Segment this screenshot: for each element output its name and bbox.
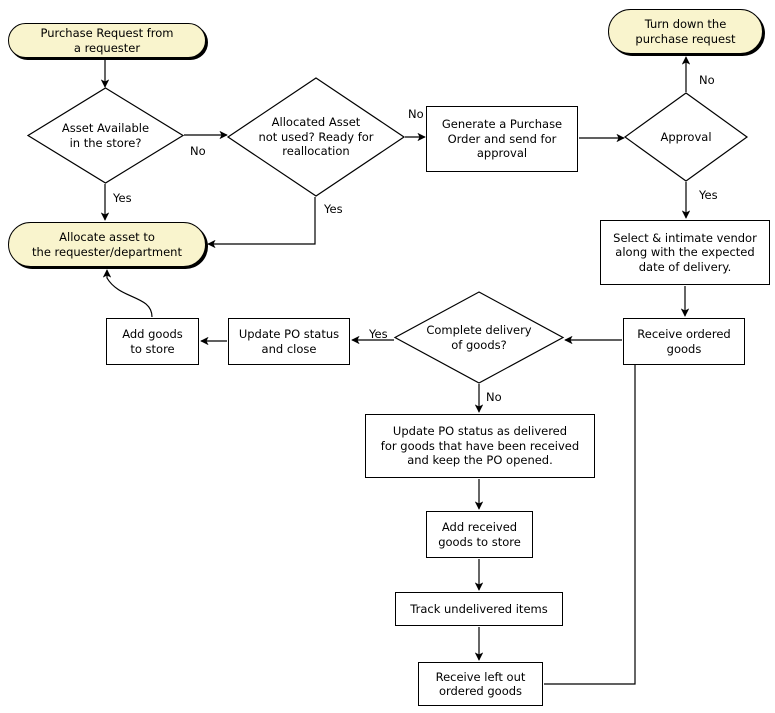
edge-label-allocated-asset-no: No xyxy=(408,107,424,121)
node-generate-purchase-order[interactable]: Generate a Purchase Order and send for a… xyxy=(426,106,578,172)
edge-receive-left-out-feedback xyxy=(544,343,640,685)
diamond-shape xyxy=(393,291,565,384)
edge-label-complete-delivery-no: No xyxy=(486,390,502,404)
node-complete-delivery-decision[interactable]: Complete delivery of goods? xyxy=(393,291,565,384)
node-label: Select & intimate vendor along with the … xyxy=(613,230,757,274)
node-allocated-asset-decision[interactable]: Allocated Asset not used? Ready for real… xyxy=(226,77,406,197)
node-label: Asset Available in the store? xyxy=(61,121,150,150)
node-receive-left-out-goods[interactable]: Receive left out ordered goods xyxy=(418,662,543,706)
node-turn-down-request[interactable]: Turn down the purchase request xyxy=(608,9,763,54)
node-asset-available-decision[interactable]: Asset Available in the store? xyxy=(26,87,185,184)
node-label-wrap: Approval xyxy=(625,93,747,181)
node-label: Add received goods to store xyxy=(438,520,521,549)
node-select-intimate-vendor[interactable]: Select & intimate vendor along with the … xyxy=(600,220,770,285)
node-label-wrap: Allocated Asset not used? Ready for real… xyxy=(228,78,404,196)
edge-label-asset-available-yes: Yes xyxy=(113,191,132,205)
node-label-wrap: Asset Available in the store? xyxy=(28,88,183,183)
node-allocate-asset[interactable]: Allocate asset to the requester/departme… xyxy=(8,222,206,267)
node-label: Update PO status and close xyxy=(238,327,340,356)
node-receive-ordered-goods[interactable]: Receive ordered goods xyxy=(623,318,745,365)
node-track-undelivered-items[interactable]: Track undelivered items xyxy=(395,592,563,626)
edge-label-approval-yes: Yes xyxy=(699,188,718,202)
node-label-wrap: Complete delivery of goods? xyxy=(395,292,563,383)
node-purchase-request-start[interactable]: Purchase Request from a requester xyxy=(8,23,206,58)
node-label: Receive left out ordered goods xyxy=(435,669,526,699)
node-label: Generate a Purchase Order and send for a… xyxy=(441,117,563,161)
node-label: Update PO status as delivered for goods … xyxy=(380,424,580,468)
node-label: Add goods to store xyxy=(122,327,183,356)
node-label: Allocate asset to the requester/departme… xyxy=(32,230,182,259)
node-label: Approval xyxy=(660,129,712,144)
edge-add-goods-to-allocate xyxy=(102,269,153,318)
edge-label-asset-available-no: No xyxy=(190,144,206,158)
edge-allocated-asset-yes xyxy=(207,197,316,249)
node-label: Complete delivery of goods? xyxy=(426,323,532,352)
diamond-shape xyxy=(623,92,749,182)
diamond-shape xyxy=(26,87,185,184)
node-label: Track undelivered items xyxy=(410,601,548,616)
node-label: Purchase Request from a requester xyxy=(40,26,174,55)
diamond-shape xyxy=(226,77,406,197)
edge-label-allocated-asset-yes: Yes xyxy=(324,202,343,216)
node-label: Turn down the purchase request xyxy=(635,17,736,46)
node-approval-decision[interactable]: Approval xyxy=(623,92,749,182)
node-add-received-goods-to-store[interactable]: Add received goods to store xyxy=(426,511,533,558)
edge-label-approval-no: No xyxy=(699,73,715,87)
node-label: Receive ordered goods xyxy=(637,327,731,356)
node-label: Allocated Asset not used? Ready for real… xyxy=(258,115,374,159)
node-update-po-status-delivered[interactable]: Update PO status as delivered for goods … xyxy=(365,414,595,478)
node-update-po-status-close[interactable]: Update PO status and close xyxy=(228,318,350,365)
node-add-goods-to-store[interactable]: Add goods to store xyxy=(106,318,199,365)
edge-label-complete-delivery-yes: Yes xyxy=(369,327,388,341)
